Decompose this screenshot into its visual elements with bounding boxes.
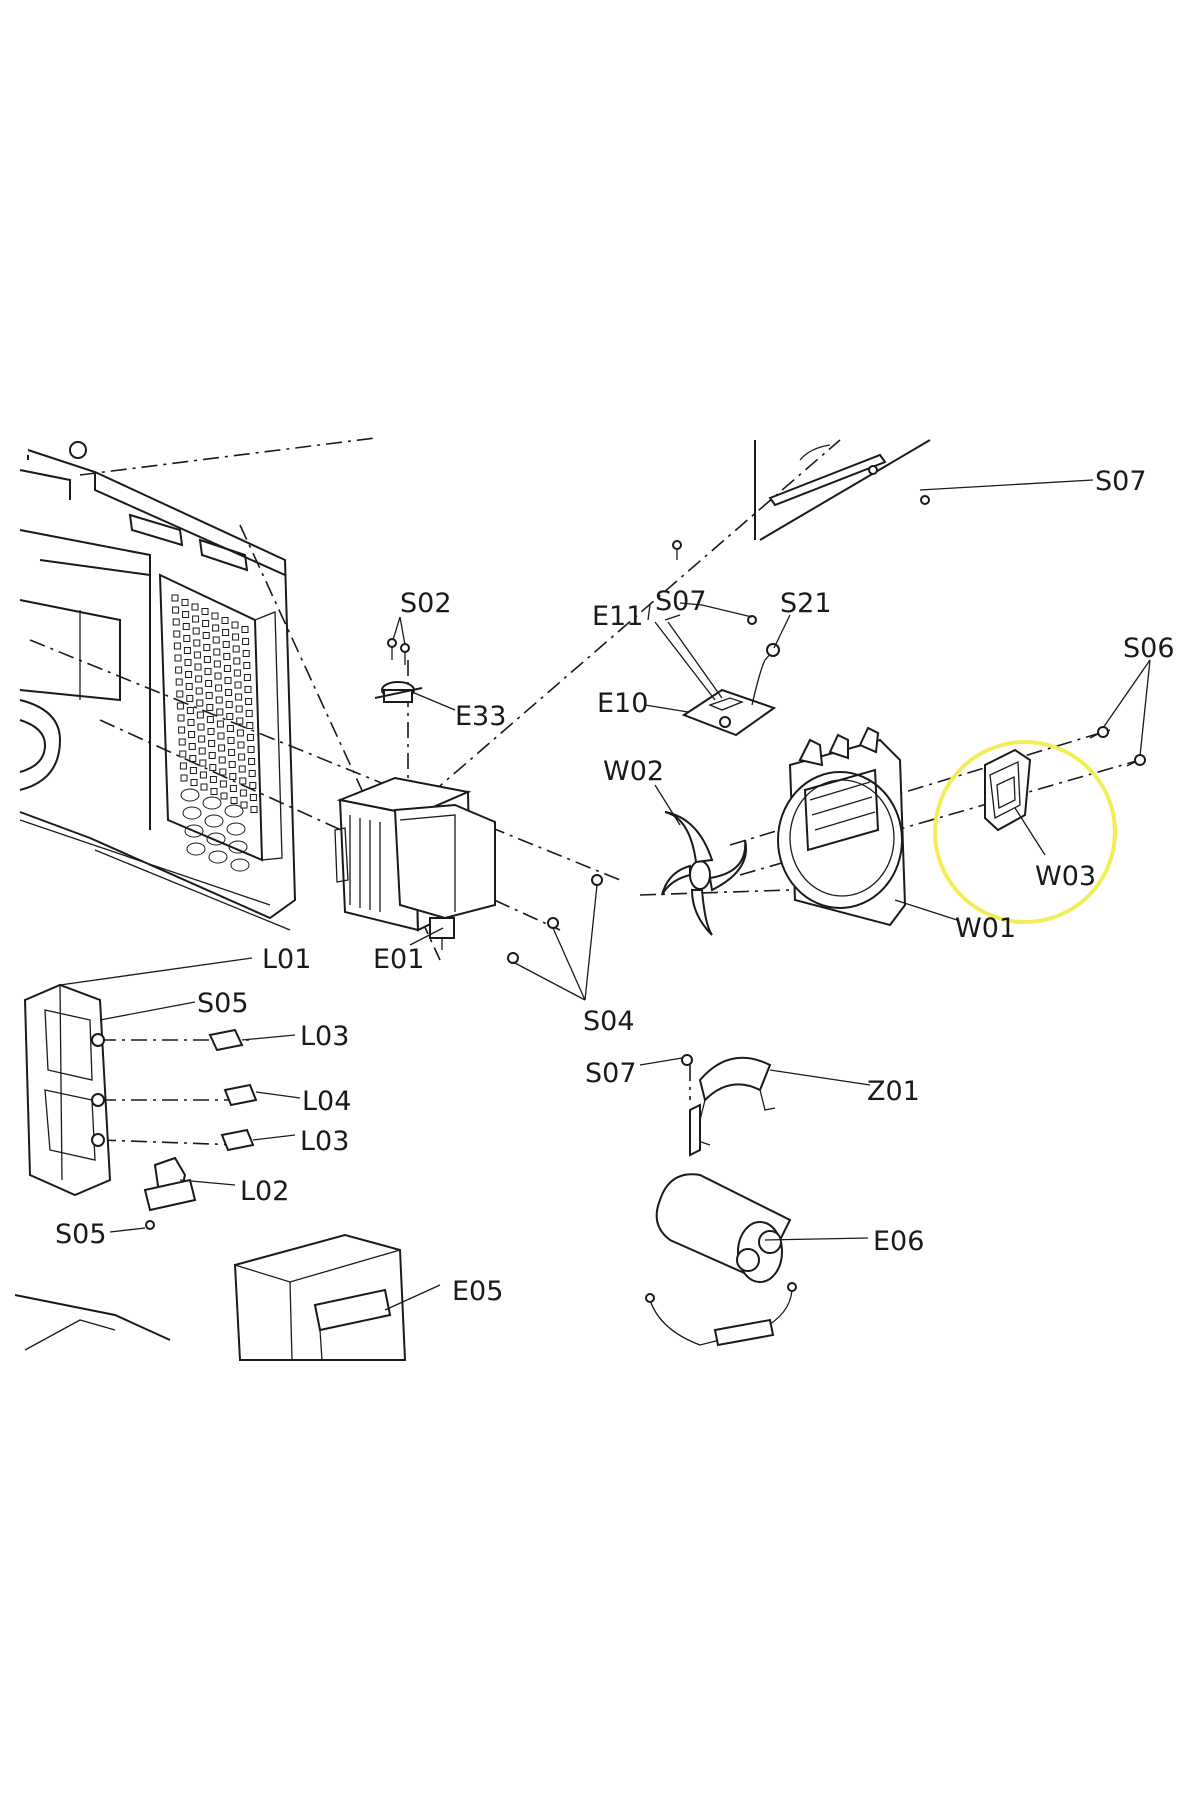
- fan-blade: [661, 811, 747, 936]
- fan-housing: [777, 726, 907, 927]
- label-s07-bottom: S07: [585, 1058, 637, 1089]
- label-e06: E06: [873, 1226, 924, 1257]
- label-e05: E05: [452, 1276, 503, 1307]
- label-s07-mid: S07: [655, 586, 707, 617]
- label-w02: W02: [603, 756, 664, 787]
- label-s05-bottom: S05: [55, 1219, 107, 1250]
- highlight-circle: [933, 740, 1117, 924]
- magnetron: [334, 776, 496, 950]
- leader-lines: [59, 479, 1151, 1311]
- capacitor-bracket: [681, 1054, 776, 1157]
- thermostat: [374, 638, 423, 703]
- label-e33: E33: [455, 701, 506, 732]
- label-l01: L01: [262, 944, 311, 975]
- assembly-center-lines: [29, 437, 1141, 1146]
- part-labels: S07 S02 E11 S07 S21 S06 E33 E10 W02 W03 …: [55, 466, 1175, 1307]
- ventilation-grid: [171, 594, 258, 872]
- label-z01: Z01: [867, 1076, 920, 1107]
- control-board: [654, 540, 780, 737]
- label-e10: E10: [597, 688, 648, 719]
- capacitor: [645, 1173, 797, 1347]
- label-l03-top: L03: [300, 1021, 349, 1052]
- screws-s04: [507, 874, 603, 964]
- motor-bracket: [984, 748, 1032, 832]
- label-s04: S04: [583, 1006, 635, 1037]
- label-l04: L04: [302, 1086, 351, 1117]
- label-w03: W03: [1035, 861, 1096, 892]
- label-e11: E11: [592, 601, 643, 632]
- label-l03-bottom: L03: [300, 1126, 349, 1157]
- label-e01: E01: [373, 944, 424, 975]
- label-s21: S21: [780, 588, 832, 619]
- top-panel-corner: [754, 439, 931, 541]
- door-latch-board: [23, 983, 112, 1197]
- label-s02: S02: [400, 588, 452, 619]
- label-s05-top: S05: [197, 988, 249, 1019]
- label-l02: L02: [240, 1176, 289, 1207]
- label-s06: S06: [1123, 633, 1175, 664]
- label-s07-top: S07: [1095, 466, 1147, 497]
- oven-cavity: [19, 440, 297, 931]
- base-plate-edge: [14, 1294, 171, 1351]
- transformer: [233, 1233, 407, 1361]
- screws-s06: [1089, 726, 1146, 767]
- label-w01: W01: [955, 913, 1016, 944]
- micro-switches: [208, 1028, 258, 1152]
- latch-lever: [143, 1156, 197, 1230]
